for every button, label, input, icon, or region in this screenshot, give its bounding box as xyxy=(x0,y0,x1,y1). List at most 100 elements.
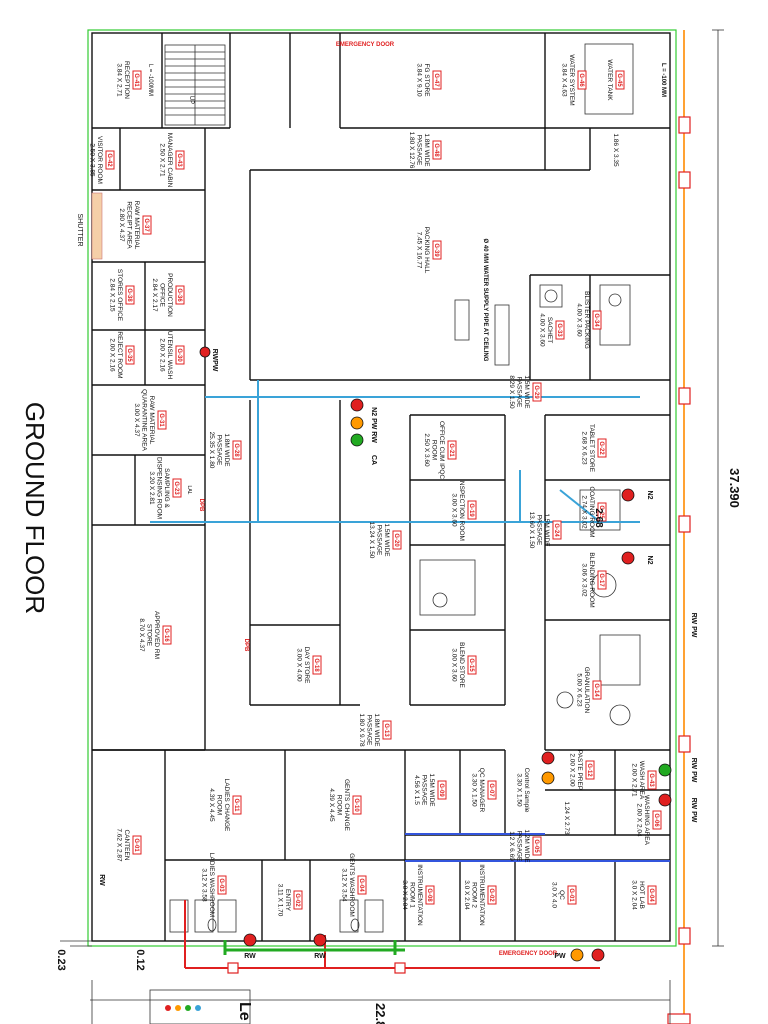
room-name: UTENSIL WASH xyxy=(166,331,173,380)
room-name: CANTEEN xyxy=(123,829,130,860)
room-tag: G-01 xyxy=(133,838,139,852)
lal-label: LAL xyxy=(186,486,192,495)
room-tag-box xyxy=(597,502,607,522)
room-tag-box xyxy=(597,570,607,590)
room-tag: G-21 xyxy=(448,443,454,457)
room-tag: G-37 xyxy=(143,218,149,232)
room-tag-box xyxy=(125,345,135,365)
room-name: RECEIPT AREA xyxy=(126,201,133,249)
room-size: 2.74 X 3.02 xyxy=(581,495,588,529)
room-name: BLISTER PACKING xyxy=(583,291,590,349)
room-tag-box xyxy=(132,70,142,90)
room-name: BLEND STORE xyxy=(458,642,465,688)
room-name: 1.8M WIDE xyxy=(373,713,380,747)
room-name: ROOM 1 xyxy=(409,882,416,908)
room-size: 2.80 X 4.37 xyxy=(118,208,125,242)
room-tag: G-30 xyxy=(176,348,182,362)
room-tag: G-10 xyxy=(353,798,359,812)
room-tag: G-02 xyxy=(294,893,300,907)
room-tag: G-14 xyxy=(593,683,599,697)
room-name: VISITOR ROOM xyxy=(96,136,103,184)
room-tag: G-12 xyxy=(586,763,592,777)
room-tag-box xyxy=(555,320,565,340)
room-tag: G-38 xyxy=(126,288,132,302)
room-tag-box xyxy=(567,885,577,905)
room-tag: G-39 xyxy=(433,243,439,257)
room-size: 3.84 X 2.71 xyxy=(116,63,123,97)
room-size: 3.00 X 3.60 xyxy=(451,493,458,527)
room-tag-box xyxy=(652,810,662,830)
room-tag: G-11 xyxy=(233,798,239,812)
room-name: PRODUCTION xyxy=(166,273,173,317)
room-name: PASSAGE xyxy=(516,377,523,408)
room-name: PASSAGE xyxy=(421,775,428,806)
room-tag-box xyxy=(172,478,182,498)
room-tag-box xyxy=(162,625,172,645)
room-tag: G-23 xyxy=(173,481,179,495)
room-extra: L = -100MM xyxy=(147,64,153,96)
page-title: GROUND FLOOR xyxy=(20,402,50,614)
room-tag: G-22 xyxy=(598,441,604,455)
room-tag: G-46 xyxy=(578,73,584,87)
room-name: WATER SYSTEM xyxy=(568,54,575,105)
packing-zone-walls xyxy=(529,274,670,381)
room-tag: G-04 xyxy=(648,888,654,902)
room-name: ROOM xyxy=(431,440,438,460)
room-name: ROOM 2 xyxy=(471,882,478,908)
room-name: REJECT ROOM xyxy=(116,331,123,378)
room-name: STORES OFFICE xyxy=(116,269,123,322)
room-name: ROOM xyxy=(336,795,343,815)
overall-width-dimension: 22.86 xyxy=(373,1003,388,1024)
room-name: ROOM xyxy=(216,795,223,815)
dimension-2-68: 2.68 xyxy=(593,508,604,528)
room-tag-box xyxy=(432,70,442,90)
building-outline xyxy=(91,32,671,942)
room-name: GENTS CHANGE xyxy=(343,779,350,832)
room-size: 4.00 X 3.60 xyxy=(576,303,583,337)
legend-title: Le xyxy=(236,1002,253,1021)
room-name: TABLET STORE xyxy=(588,424,595,473)
room-tag: G-01 xyxy=(568,888,574,902)
room-tag: G-15 xyxy=(468,658,474,672)
room-tag-box xyxy=(125,285,135,305)
room-name: INSTRUMENTATION xyxy=(416,864,423,926)
room-tag: G-25 xyxy=(598,505,604,519)
rw-label-2: RW xyxy=(244,953,256,960)
room-tag-box xyxy=(142,215,152,235)
room-name: 1.2M WIDE xyxy=(523,829,530,863)
room-tag: G-13 xyxy=(383,723,389,737)
room-tag-box xyxy=(467,500,477,520)
room-size: 3.11 X 1.70 xyxy=(277,884,284,917)
room-size: 2.00 X 2.00 xyxy=(569,753,576,787)
room-size: 3.12 X 3.58 xyxy=(201,868,208,902)
room-tag: G-34 xyxy=(593,313,599,327)
room-tag: G-47 xyxy=(433,73,439,87)
left-offset-dimension-2: 0.23 xyxy=(55,949,67,970)
room-tag-box xyxy=(232,795,242,815)
rwpw-label: RWPW xyxy=(211,349,218,372)
room-tag: G-05 xyxy=(533,839,539,853)
room-name: PASSAGE xyxy=(376,525,383,556)
left-column-walls xyxy=(91,128,591,751)
room-name: PASSAGE xyxy=(366,715,373,746)
room-size: 2.50 X 2.71 xyxy=(159,143,166,177)
room-tag-box xyxy=(392,530,402,550)
room-name: FG STORE xyxy=(423,63,430,97)
room-size: 4.39 X 4.45 xyxy=(208,788,215,822)
dpb-label-1: DPB xyxy=(198,499,204,512)
room-name: 1.8M WIDE xyxy=(223,433,230,467)
room-name: MANAGER CABIN xyxy=(166,133,173,188)
